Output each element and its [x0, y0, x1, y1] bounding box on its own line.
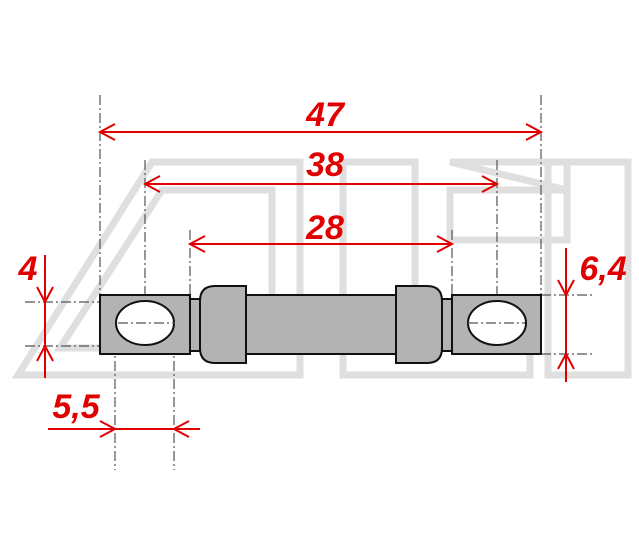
right-end-cap [395, 285, 443, 364]
watermark-4-outline [11, 158, 304, 379]
dimension-label-38: 38 [306, 146, 344, 184]
dimension-hole-width: 5,5 [48, 388, 200, 438]
dimension-label-5-5: 5,5 [52, 388, 100, 426]
dimension-label-47: 47 [305, 96, 346, 134]
dimension-hole-center-distance: 38 [142, 146, 500, 193]
fuse-body [245, 294, 397, 355]
dimension-body-length: 28 [187, 209, 455, 253]
left-end-cap [199, 285, 247, 364]
dimension-hole-height: 4 [18, 250, 54, 378]
fuse-part [99, 285, 542, 364]
right-neck [441, 298, 453, 352]
dimension-label-4: 4 [18, 250, 38, 288]
dimension-label-28: 28 [305, 209, 344, 247]
dimension-label-6-4: 6,4 [579, 250, 626, 288]
left-neck [189, 298, 201, 352]
watermark-u-right [446, 158, 632, 379]
dimension-overall-length: 47 [97, 96, 544, 141]
dimension-tab-height: 6,4 [557, 248, 627, 382]
